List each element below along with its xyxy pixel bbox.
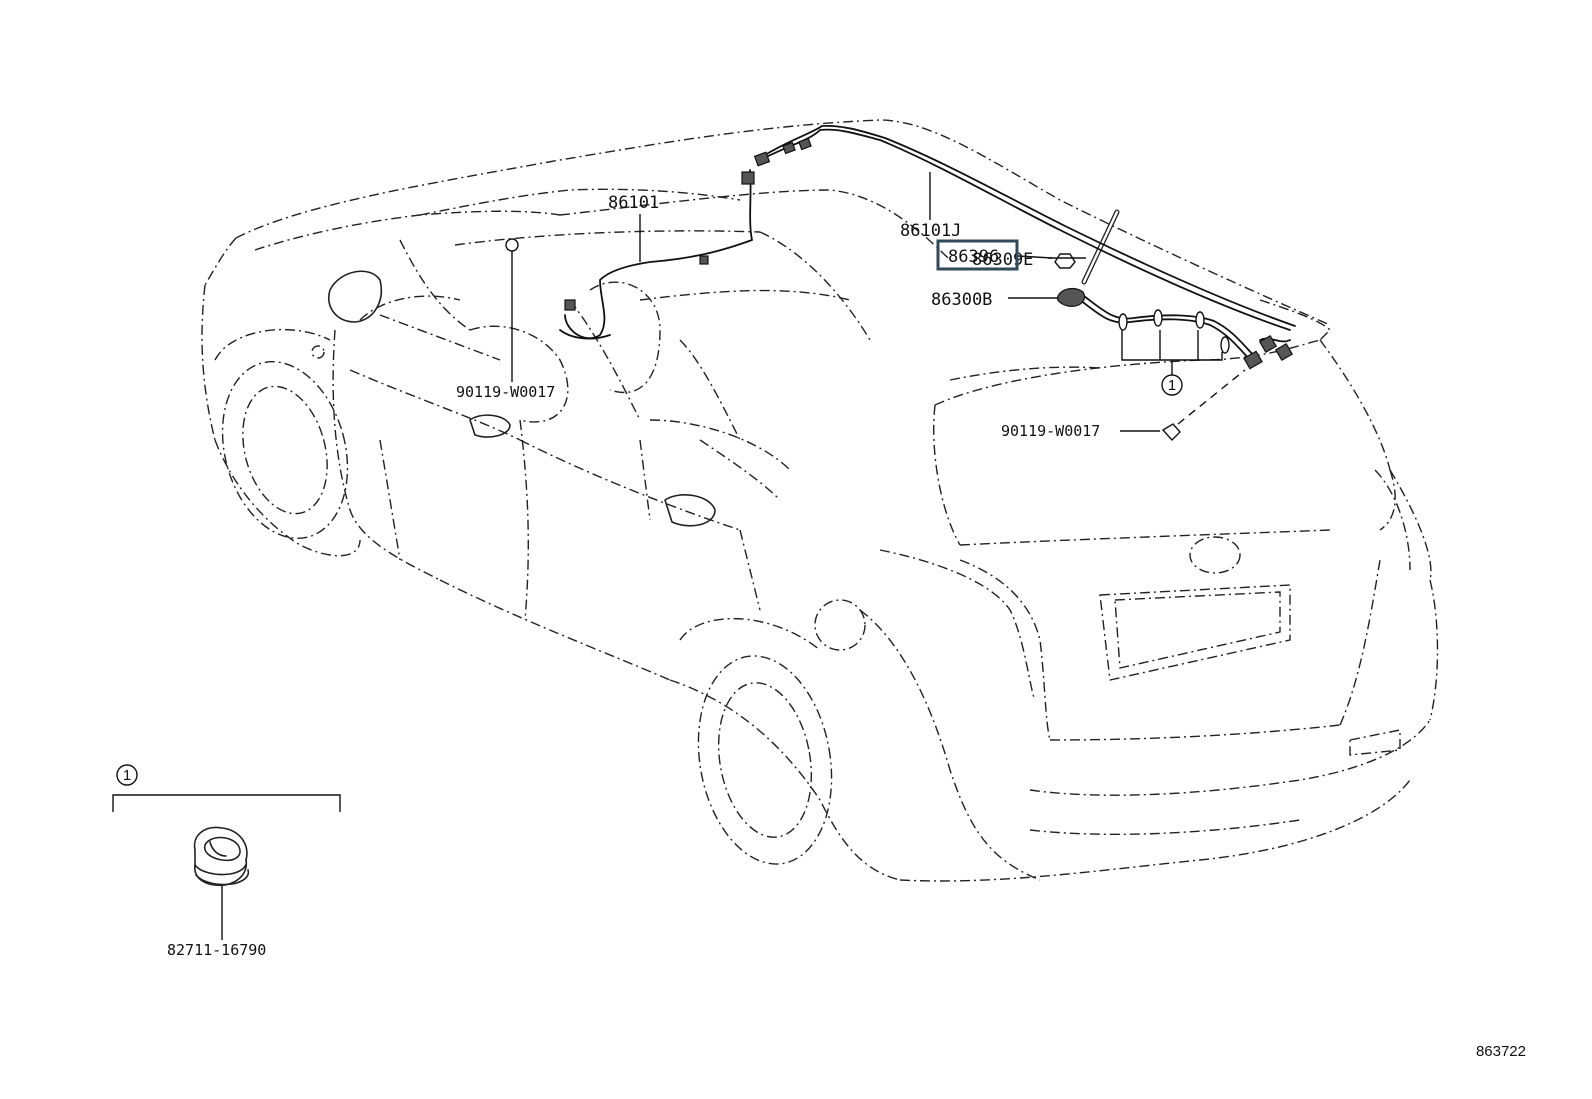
label-90119-W0017-rear: 90119-W0017 [1001,422,1100,440]
label-86101J: 86101J [900,221,961,241]
label-82711-16790: 82711-16790 [167,941,266,959]
leader-lines [112,172,1246,940]
wire-harness [193,125,1296,887]
label-86101: 86101 [608,193,659,213]
highlight-box [936,239,1019,271]
callout-marker-harness: 1 [1161,374,1183,396]
label-90119-W0017-front: 90119-W0017 [456,383,555,401]
callout-number: 1 [1168,377,1176,394]
label-86396: 86396 [948,247,999,267]
callout-marker-detail: 1 [116,764,138,786]
label-86300B: 86300B [931,290,992,310]
label-86396-highlight: 86396 [936,239,1019,271]
car-body-outline [201,119,1439,882]
figure-id: 863722 [1476,1043,1526,1060]
callout-number: 1 [123,767,131,784]
